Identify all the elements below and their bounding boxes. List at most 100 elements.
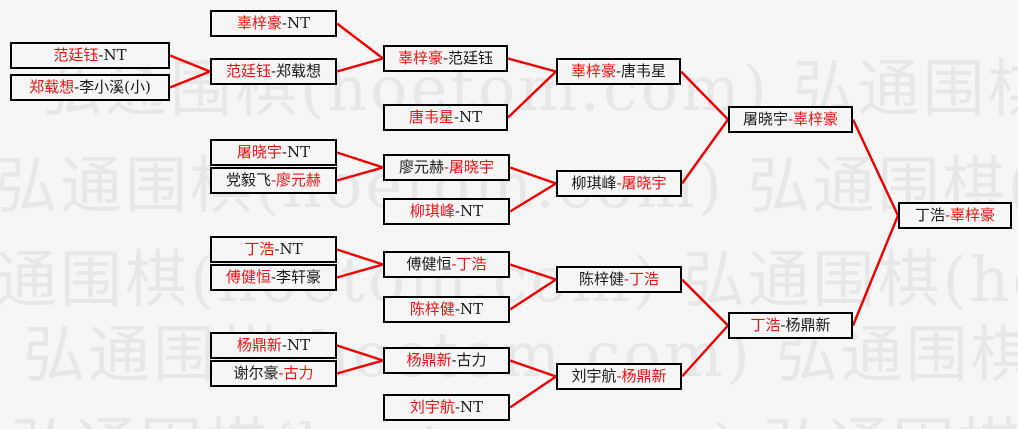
match-box-u5: 柳琪峰-屠晓宇 (556, 170, 682, 197)
match-box-v4: 陈梓健-NT (383, 296, 510, 323)
winner-name: 柳琪峰 (409, 202, 455, 220)
match-box-v2: 傅健恒-李轩豪 (210, 264, 337, 291)
winner-name: -杨鼎新 (616, 367, 667, 385)
bracket-connector (851, 118, 900, 217)
player-name: -杨鼎新 (780, 316, 831, 334)
match-box-v3: 傅健恒-丁浩 (383, 251, 510, 278)
player-name: -NT (454, 300, 484, 318)
winner-name: 辜梓豪 (236, 14, 282, 32)
watermark-text: 弘通围棋(hoetom.com) 弘通围棋(hoetom.com) 弘通围棋(h… (10, 396, 1018, 429)
match-box-w1: 杨鼎新-NT (210, 332, 337, 359)
player-name: -李小溪(小) (74, 78, 151, 96)
player-name: 柳琪峰 (571, 174, 617, 192)
player-name: 屠晓宇 (742, 110, 788, 128)
bracket-connector (509, 375, 557, 409)
match-box-t2: 范廷钰-NT (10, 42, 170, 69)
match-box-u4: 柳琪峰-NT (383, 198, 510, 225)
match-box-v1: 丁浩-NT (210, 236, 337, 263)
winner-name: -辜梓豪 (944, 206, 996, 224)
player-name: -唐韦星 (615, 62, 667, 80)
bracket-connector (336, 151, 384, 169)
player-name: -NT (454, 398, 484, 416)
winner-name: 辜梓豪 (570, 62, 616, 80)
player-name: -NT (454, 202, 484, 220)
match-box-t6: 唐韦星-NT (383, 104, 508, 131)
match-box-t4: 范廷钰-郑载想 (210, 58, 337, 85)
winner-name: -屠晓宇 (616, 174, 667, 192)
winner-name: 屠晓宇 (236, 143, 282, 161)
bracket-connector (509, 278, 557, 311)
bracket-connector (507, 70, 557, 119)
winner-name: -丁浩 (623, 270, 660, 288)
winner-name: 傅健恒 (225, 268, 271, 286)
bracket-connector (681, 118, 729, 185)
bracket-connector (509, 359, 557, 378)
winner-name: 刘宇航 (409, 398, 455, 416)
match-box-t8: 屠晓宇-辜梓豪 (728, 106, 853, 133)
bracket-connector (507, 57, 557, 73)
bracket-connector (509, 166, 557, 185)
bracket-connector (336, 344, 384, 362)
match-box-f1: 丁浩-辜梓豪 (898, 202, 1012, 229)
winner-name: 辜梓豪 (397, 49, 443, 67)
match-box-t1: 辜梓豪-NT (210, 10, 337, 37)
match-box-u1: 屠晓宇-NT (210, 139, 337, 166)
player-name: 丁浩 (914, 206, 945, 224)
bracket-connector (169, 54, 211, 73)
player-name: 廖元赫 (398, 158, 444, 176)
match-box-t7: 辜梓豪-唐韦星 (556, 58, 681, 85)
player-name: -郑载想 (270, 62, 322, 80)
bracket-connector (681, 278, 729, 327)
match-box-w4: 刘宇航-NT (383, 394, 510, 421)
match-box-w3: 杨鼎新-古力 (383, 347, 510, 374)
player-name: -NT (98, 46, 127, 64)
player-name: 党毅飞 (225, 171, 271, 189)
player-name: -NT (281, 336, 311, 354)
player-name: -古力 (451, 351, 487, 369)
player-name: -NT (281, 143, 311, 161)
match-box-t5: 辜梓豪-范廷钰 (383, 45, 508, 72)
winner-name: -丁浩 (451, 255, 487, 273)
player-name: -NT (453, 108, 483, 126)
player-name: 刘宇航 (571, 367, 617, 385)
bracket-connector (336, 57, 384, 73)
bracket-connector (336, 263, 384, 279)
player-name: -范廷钰 (442, 49, 494, 67)
winner-name: -辜梓豪 (787, 110, 839, 128)
match-box-u2: 党毅飞-廖元赫 (210, 167, 337, 194)
winner-name: 丁浩 (750, 316, 781, 334)
match-box-u3: 廖元赫-屠晓宇 (383, 154, 510, 181)
match-box-w2: 谢尔豪-古力 (210, 360, 337, 387)
match-box-v5: 陈梓健-丁浩 (556, 266, 682, 293)
winner-name: -屠晓宇 (443, 158, 495, 176)
match-box-s1: 丁浩-杨鼎新 (728, 312, 853, 339)
bracket-connector (336, 22, 384, 60)
bracket-connector (851, 215, 900, 326)
winner-name: 杨鼎新 (406, 351, 452, 369)
winner-name: 郑载想 (29, 78, 75, 96)
bracket-connector (169, 70, 211, 89)
bracket-connector (681, 324, 729, 378)
player-name: 谢尔豪 (233, 364, 279, 382)
bracket-connector (336, 248, 384, 266)
bracket-connector (336, 166, 384, 182)
bracket-connector (336, 359, 384, 375)
bracket-connector (680, 70, 729, 121)
winner-name: 范廷钰 (225, 62, 271, 80)
match-box-t3: 郑载想-李小溪(小) (10, 74, 170, 101)
bracket-connector (509, 182, 557, 213)
winner-name: 杨鼎新 (236, 336, 282, 354)
player-name: 陈梓健 (578, 270, 624, 288)
winner-name: 范廷钰 (53, 46, 99, 64)
bracket-connector (509, 263, 557, 281)
player-name: -李轩豪 (270, 268, 322, 286)
player-name: 傅健恒 (406, 255, 452, 273)
winner-name: 丁浩 (244, 240, 275, 258)
match-box-w5: 刘宇航-杨鼎新 (556, 363, 682, 390)
player-name: -NT (274, 240, 303, 258)
winner-name: -古力 (278, 364, 314, 382)
winner-name: -廖元赫 (270, 171, 322, 189)
player-name: -NT (281, 14, 311, 32)
